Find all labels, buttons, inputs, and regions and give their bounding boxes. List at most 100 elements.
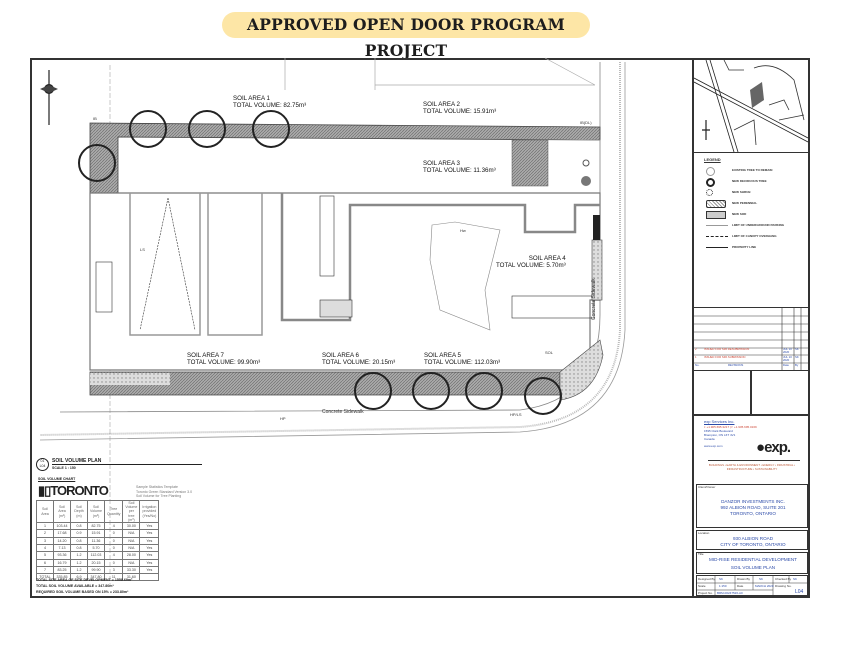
table-cell: 2 <box>36 529 54 538</box>
table-cell: 31.60 <box>122 573 141 582</box>
table-cell: 4 <box>103 521 124 531</box>
table-cell: Yes <box>139 551 160 560</box>
table-cell: N/A <box>122 558 141 567</box>
table-cell: 3 <box>36 536 54 545</box>
revision-date: Date <box>783 363 789 367</box>
scale-label: Scale <box>698 584 706 588</box>
table-cell: 6 <box>36 558 54 567</box>
legend-item-label: NEW DECIDUOUS TREE <box>732 179 767 183</box>
exp-logo: ●exp. <box>756 439 791 456</box>
approval-banner: APPROVED OPEN DOOR PROGRAM PROJECT <box>222 12 590 60</box>
table-cell: 1.2 <box>70 558 88 567</box>
table-cell: 11.36 <box>87 536 105 545</box>
sod-icon <box>706 211 726 219</box>
table-cell: 3 <box>103 565 124 575</box>
table-cell: 83.25 <box>53 565 71 575</box>
hp-ls-label: HP/LS <box>510 412 522 417</box>
chart-subtitle: SOIL VOLUME CHART <box>38 477 76 481</box>
project-no-label: Project No. <box>698 591 713 595</box>
sidewalk-label: Concrete Sidewalk <box>322 409 364 415</box>
table-cell: 7 <box>36 565 54 575</box>
consultant-phone: t: +1.905.695.3217 | f: +1.905.695.0169 <box>704 425 757 429</box>
table-cell: 93.36 <box>53 551 71 560</box>
th: Soil Area (m²) <box>53 499 71 524</box>
revision-no: 2 <box>695 347 697 351</box>
legend-item-label: EXISTING TREE TO REMAIN <box>732 168 773 172</box>
table-cell: 0 <box>103 543 124 553</box>
table-cell: Yes <box>139 558 160 567</box>
divider <box>708 460 800 461</box>
th: Soil Volume (m³) <box>87 499 105 524</box>
legend-title: LEGEND <box>704 157 721 162</box>
revision-desc: ISSUED FOR SPA SUBMISSION <box>704 355 746 359</box>
table-cell: 0.8 <box>70 521 88 531</box>
consultant-address: 1595 Clark Boulevard <box>704 429 733 433</box>
table-cell: 99.90 <box>87 565 105 575</box>
summary-line: TOTAL SOIL VOLUME AVAILABLE = 347.80m³ <box>36 584 114 588</box>
revision-by: SK <box>795 347 799 351</box>
drawing-info-grid: Designed By SK Drawn By SK Checked By SK… <box>696 575 809 597</box>
revision-grid <box>694 308 808 371</box>
shrub-icon <box>706 189 713 196</box>
table-cell: 11 <box>103 573 124 582</box>
location-label: Location <box>698 531 710 535</box>
table-cell: Yes <box>139 565 160 575</box>
divider <box>750 371 752 414</box>
toronto-logo: ▮▯TORONTO <box>38 483 109 498</box>
legend-item-label: NEW PERENNIAL <box>732 201 758 205</box>
legend-item-label: NEW SHRUB <box>732 190 751 194</box>
table-cell: 14.20 <box>53 536 71 545</box>
revision-by: SK <box>795 355 799 359</box>
ib-label: IB <box>93 116 97 121</box>
table-cell: 15.91 <box>87 529 105 538</box>
drawing-sheet <box>30 58 694 598</box>
th: Irrigation provided (Yes/No) <box>139 499 160 524</box>
drawn-by-label: Drawn By <box>737 577 751 581</box>
ls-label: LS <box>140 247 145 252</box>
sidewalk-label-right: Concrete Sidewalk <box>591 278 597 320</box>
plan-scale: SCALE 1 : 150 <box>52 466 76 470</box>
table-cell: 1.2 <box>70 551 88 560</box>
checked-by-label: Checked By <box>775 577 792 581</box>
plan-title: SOIL VOLUME PLAN <box>52 458 202 465</box>
client-label: Client/Owner <box>698 485 716 489</box>
table-cell: 0.8 <box>70 543 88 553</box>
title-label: Title <box>698 552 704 556</box>
table-cell: N/A <box>122 536 141 545</box>
revision-date: JUL 10 2020 <box>783 355 792 363</box>
table-cell: 103.44 <box>53 521 71 531</box>
table-cell: 112.03 <box>87 551 105 560</box>
table-cell: 0.8 <box>70 536 88 545</box>
legend-item-label: NEW SOD <box>732 212 747 216</box>
table-cell: 0 <box>103 536 124 545</box>
table-cell: 28.00 <box>122 551 141 560</box>
ib-dl-label: IB(DL) <box>580 120 592 125</box>
table-cell: Yes <box>139 521 160 531</box>
project-number: BRM-00247526-A0 <box>717 591 743 595</box>
designed-by: SK <box>719 577 724 581</box>
deciduous-tree-icon <box>706 178 715 187</box>
underground-parking-line-icon <box>706 225 728 226</box>
th: Soil Volume per tree (m³) <box>122 499 141 524</box>
consultant-website[interactable]: www.exp.com <box>704 444 723 448</box>
table-cell: 17.68 <box>53 529 71 538</box>
table-cell: 33.30 <box>122 565 141 575</box>
table-cell: 4 <box>103 551 124 560</box>
table-cell: 0.9 <box>70 529 88 538</box>
date-value: MARCH 2020 <box>755 584 774 588</box>
table-cell: 16.79 <box>53 558 71 567</box>
designed-by-label: Designed By <box>698 577 716 581</box>
drawn-by: SK <box>759 577 764 581</box>
